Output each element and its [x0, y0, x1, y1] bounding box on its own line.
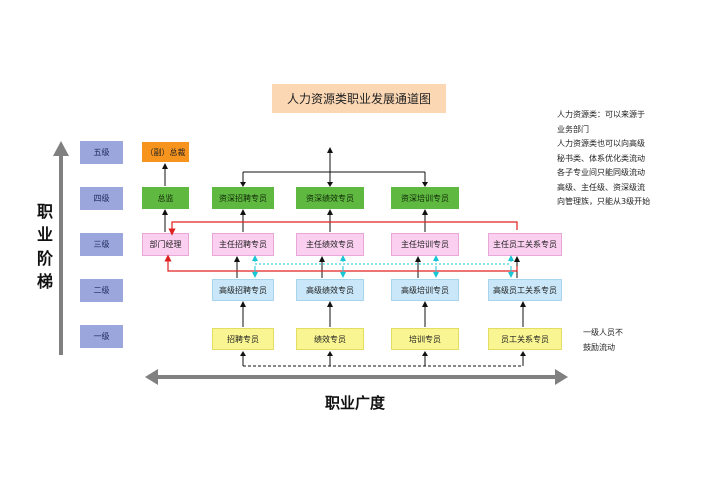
note-line: 人力资源类：可以来源于	[557, 110, 645, 119]
y-axis	[53, 141, 69, 355]
level-box-1: 一级	[80, 325, 123, 348]
node-chief-employee-relations: 主任员工关系专员	[488, 233, 562, 256]
node-senior-recruiting-2: 高级招聘专员	[212, 279, 274, 301]
level-box-2: 二级	[80, 279, 123, 302]
note-line: 高级、主任级、资深级流	[557, 182, 645, 192]
node-recruiting: 招聘专员	[212, 328, 274, 350]
note-line: 秘书类、体系优化类流动	[557, 153, 645, 163]
level-box-5: 五级	[80, 141, 123, 164]
node-chief-training: 主任培训专员	[391, 233, 459, 256]
node-senior-training: 资深培训专员	[391, 187, 459, 209]
note-line: 鼓励流动	[583, 342, 615, 352]
note-level1: 一级人员不 鼓励流动	[583, 326, 623, 355]
note-line: 业务部门	[557, 124, 589, 134]
note-right: 人力资源类：可以来源于 业务部门 人力资源类也可以向高级 秘书类、体系优化类流动…	[557, 108, 650, 210]
node-senior-training-2: 高级培训专员	[391, 279, 459, 301]
node-chief-recruiting: 主任招聘专员	[212, 233, 274, 256]
node-chief-performance: 主任绩效专员	[296, 233, 364, 256]
x-axis	[145, 369, 568, 385]
cyan-vertical-arrows	[252, 255, 514, 278]
note-line: 各子专业间只能同级流动	[557, 168, 645, 177]
y-axis-label-3: 阶	[36, 249, 53, 268]
node-senior-recruiting: 资深招聘专员	[212, 187, 274, 209]
vertical-arrows-specialists	[234, 209, 526, 327]
node-director: 总监	[142, 187, 189, 209]
node-senior-employee-relations: 高级员工关系专员	[488, 279, 562, 301]
note-line: 人力资源类也可以向高级	[557, 139, 645, 148]
x-axis-label: 职业广度	[324, 394, 385, 412]
bottom-arrowheads	[240, 351, 526, 356]
y-axis-label-4: 梯	[36, 272, 53, 291]
diagram-title: 人力资源类职业发展通道图	[272, 84, 446, 113]
level-box-3: 三级	[80, 233, 123, 256]
node-training: 培训专员	[391, 328, 459, 350]
top-bracket	[242, 147, 426, 186]
level-box-4: 四级	[80, 187, 123, 210]
note-line: 一级人员不	[583, 328, 623, 337]
y-axis-label-1: 职	[36, 202, 53, 221]
bottom-dashed-line	[242, 354, 524, 367]
node-vice-president: （副）总裁	[142, 142, 189, 162]
node-senior-performance: 资深绩效专员	[296, 187, 364, 209]
node-employee-relations: 员工关系专员	[488, 328, 562, 350]
top-bracket-arrowheads	[240, 182, 428, 187]
note-line: 向管理族，只能从3级开始	[557, 197, 651, 206]
node-senior-performance-2: 高级绩效专员	[296, 279, 364, 301]
node-performance: 绩效专员	[296, 328, 364, 350]
y-axis-label-2: 业	[36, 225, 53, 244]
